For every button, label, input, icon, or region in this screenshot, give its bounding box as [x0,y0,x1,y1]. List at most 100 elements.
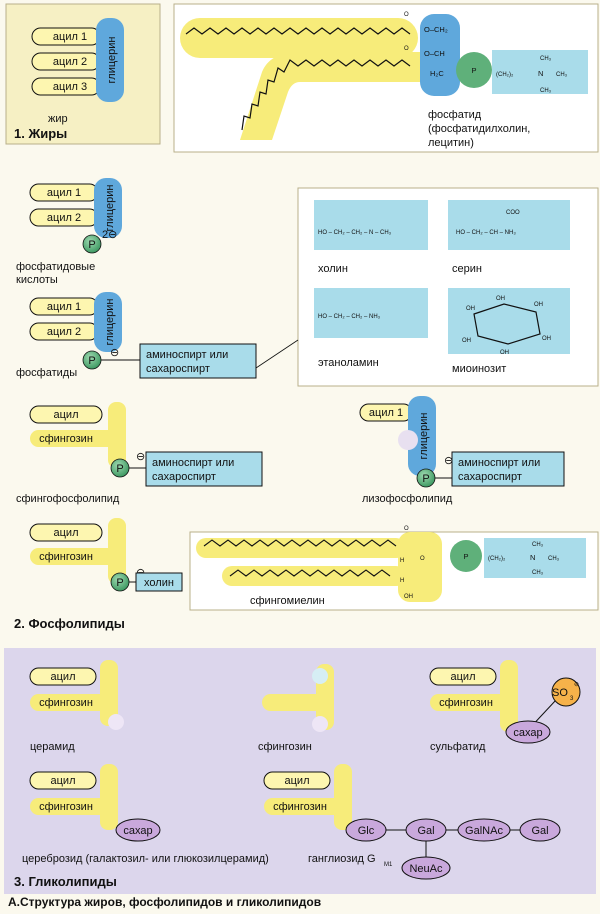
sm-ch3-right: CH₃ [548,556,560,562]
sp-amino-text-1: аминоспирт или [152,457,234,469]
sulfatide-label: сульфатид [430,741,486,753]
headgroups: HO – CH₂ – CH₂ – N – CH₃ холин COO HO – … [314,200,570,375]
phosphate-p-text: P [471,66,476,75]
sm-struct-p: P [463,552,468,561]
sp-amino-text-2: сахароспирт [152,471,216,483]
phosphatide-label-2: (фосфатидилхолин, [428,123,530,135]
section3-heading: 3. Гликолипиды [14,874,117,889]
lysophospholipid: ацил 1 глицерин P ⊖ аминоспирт или сахар… [359,396,565,488]
sm-n: N [530,553,535,562]
inositol-oh-6: OH [462,338,471,344]
lyso-charge: ⊖ [444,455,453,467]
cer2-sugar-text: сахар [123,825,152,837]
sp-sphingosine-text: сфингозин [39,433,93,445]
sulf-acyl-text: ацил [451,671,476,683]
sphingophospholipid-label: сфингофосфолипид [16,493,120,505]
neuac-text: NeuAc [409,863,443,875]
h2c-text: H₂C [430,69,444,78]
sm-p-text: P [116,577,123,589]
acyl2-text: ацил 2 [53,56,87,68]
ph-charge: ⊖ [110,347,119,359]
gang-sphingosine-text: сфингозин [273,801,327,813]
ch3-bottom: CH₃ [540,88,552,94]
so3-text: SO [552,687,568,699]
pa-glycerol-text: глицерин [104,185,116,232]
sm-oh: OH [404,594,413,600]
ethanolamine-box [314,288,428,338]
myoinositol-label: миоинозит [452,363,506,375]
so3-charge: ⊖ [574,682,579,688]
phosphatidic-acids-label: фосфатидовые [16,261,95,273]
choline-formula: HO – CH₂ – CH₂ – N – CH₃ [318,230,392,236]
gal-text-2: Gal [531,825,548,837]
myoinositol-box [448,288,570,354]
ph-glycerol-text: глицерин [104,299,116,346]
cerebroside-label: цереброзид (галактозил- или глюкозилцера… [22,853,269,865]
coo-text: COO [506,210,520,216]
section1-heading: 1. Жиры [14,126,67,141]
ph-amino-text-1: аминоспирт или [146,349,228,361]
galnac-text: GalNAc [465,825,503,837]
serine-label: серин [452,263,482,275]
phosphatide-structure: O O O–CH₂ O–CH H₂C P (CH₂)₂ N CH₃ CH₃ CH… [180,12,588,140]
cer-acyl-text: ацил [51,671,76,683]
lysophospholipid-label: лизофосфолипид [362,493,453,505]
inositol-oh-1: OH [466,306,475,312]
sulf-sugar-text: сахар [513,727,542,739]
carbonyl-o-1: O [404,12,409,18]
ch3-right: CH₃ [556,72,568,78]
inositol-oh-4: OH [542,336,551,342]
glycerol-shade [420,14,460,96]
inositol-ring [473,303,541,345]
serine-box [448,200,570,250]
ceramide-label: церамид [30,741,75,753]
sphingosine-label: сфингозин [258,741,312,753]
phosphatide-schematic: ацил 1 ацил 2 глицерин P ⊖ аминоспирт ил… [29,292,257,379]
choline-label: холин [318,263,348,275]
gang-acyl-text: ацил [285,775,310,787]
ph-acyl1-text: ацил 1 [47,301,81,313]
pa-acyl2-text: ацил 2 [47,212,81,224]
glycerol-text: глицерин [106,37,118,84]
n-plus-text: N [538,69,543,78]
choline-box [314,200,428,250]
pa-p-text: P [88,239,95,251]
figure-caption: А.Структура жиров, фосфолипидов и гликол… [8,895,321,909]
phosphate-shade [456,52,492,88]
upper-fatty-chain [185,27,411,35]
sm-sphingosine-text: сфингозин [39,551,93,563]
sm-h-2: H [400,578,404,584]
ganglioside-label: ганглиозид G [308,853,376,865]
phosphatide-label: фосфатид [428,109,482,121]
sm-ch2-2: (CH₂)₂ [488,556,506,562]
sm-o-top: O [404,526,409,532]
phosphatidic-acids-label-2: кислоты [16,274,58,286]
cer2-sphingosine-text: сфингозин [39,801,93,813]
lyso-glycerol-text: глицерин [418,413,430,460]
sp-acyl-text: ацил [54,409,79,421]
sphingomyelin-schematic: ацил сфингозин P ⊖ холин [29,518,183,592]
lower-chain-shade [240,52,420,140]
sm-ch3-top: CH₃ [532,542,544,548]
glc-text: Glc [358,825,375,837]
sphingomyelin-structure: O H H O OH P (CH₂)₂ N CH₃ CH₃ CH₃ [196,526,586,602]
ph-p-text: P [88,355,95,367]
pa-charge: 2⊖ [102,229,117,241]
ceramide: ацил сфингозин [29,660,124,730]
section2-heading: 2. Фосфолипиды [14,616,125,631]
cer-sphingosine-text: сфингозин [39,697,93,709]
sphingomyelin-label: сфингомиелин [250,595,325,607]
sulfatide: ацил сфингозин сахар SO 3 ⊖ [429,660,581,744]
sm-ch3-bottom: CH₃ [532,570,544,576]
serine-formula: HO – CH₂ – CH – NH₃ [456,230,516,236]
fat-label: жир [48,113,68,125]
inositol-oh-5: OH [500,350,509,356]
sm-choline-text: холин [144,577,174,589]
lyso-acyl1-text: ацил 1 [369,407,403,419]
ph-amino-text-2: сахароспирт [146,363,210,375]
lower-fatty-chain [241,59,411,131]
ph-acyl2-text: ацил 2 [47,326,81,338]
inositol-oh-3: OH [534,302,543,308]
o-ch2-text: O–CH₂ [424,25,448,34]
